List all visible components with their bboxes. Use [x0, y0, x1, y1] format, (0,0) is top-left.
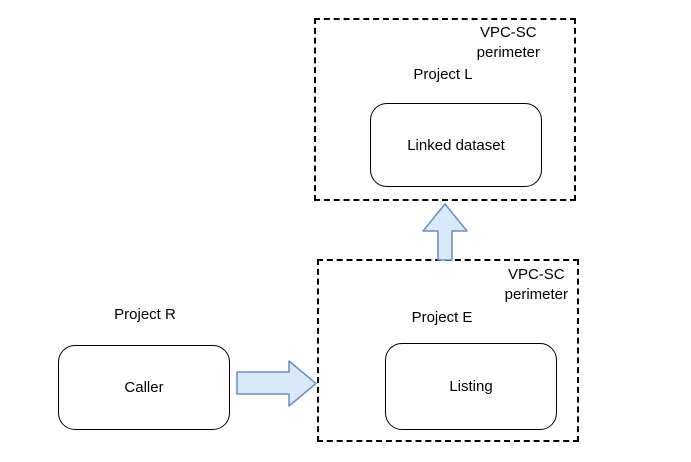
vpc-sc-perimeter-bottom-title-line1: VPC-SC [507, 266, 565, 283]
vpc-sc-perimeter-bottom: VPC-SC perimeter Project E [317, 259, 579, 442]
linked-dataset-node: Linked dataset [370, 103, 542, 187]
project-e-label: Project E [411, 309, 473, 326]
linked-dataset-node-label: Linked dataset [407, 136, 505, 154]
vpc-sc-perimeter-bottom-title-line2: perimeter [504, 286, 568, 303]
caller-node-label: Caller [124, 379, 164, 396]
arrow-caller-to-listing [236, 360, 317, 407]
caller-node: Caller [58, 345, 230, 430]
vpc-sc-perimeter-top-title-line1: VPC-SC [479, 24, 537, 41]
project-r-label: Project R [114, 306, 176, 323]
vpc-sc-perimeter-top-title: VPC-SC perimeter [477, 23, 540, 63]
listing-node-label: Listing [449, 378, 493, 395]
project-l-label: Project L [413, 66, 473, 83]
vpc-sc-perimeter-top-title-line2: perimeter [476, 44, 540, 61]
vpc-sc-perimeter-bottom-title: VPC-SC perimeter [505, 265, 568, 305]
vpc-sc-perimeter-top: VPC-SC perimeter Project L [314, 18, 576, 201]
arrow-listing-to-linked-dataset [422, 203, 468, 261]
listing-node: Listing [385, 343, 557, 430]
